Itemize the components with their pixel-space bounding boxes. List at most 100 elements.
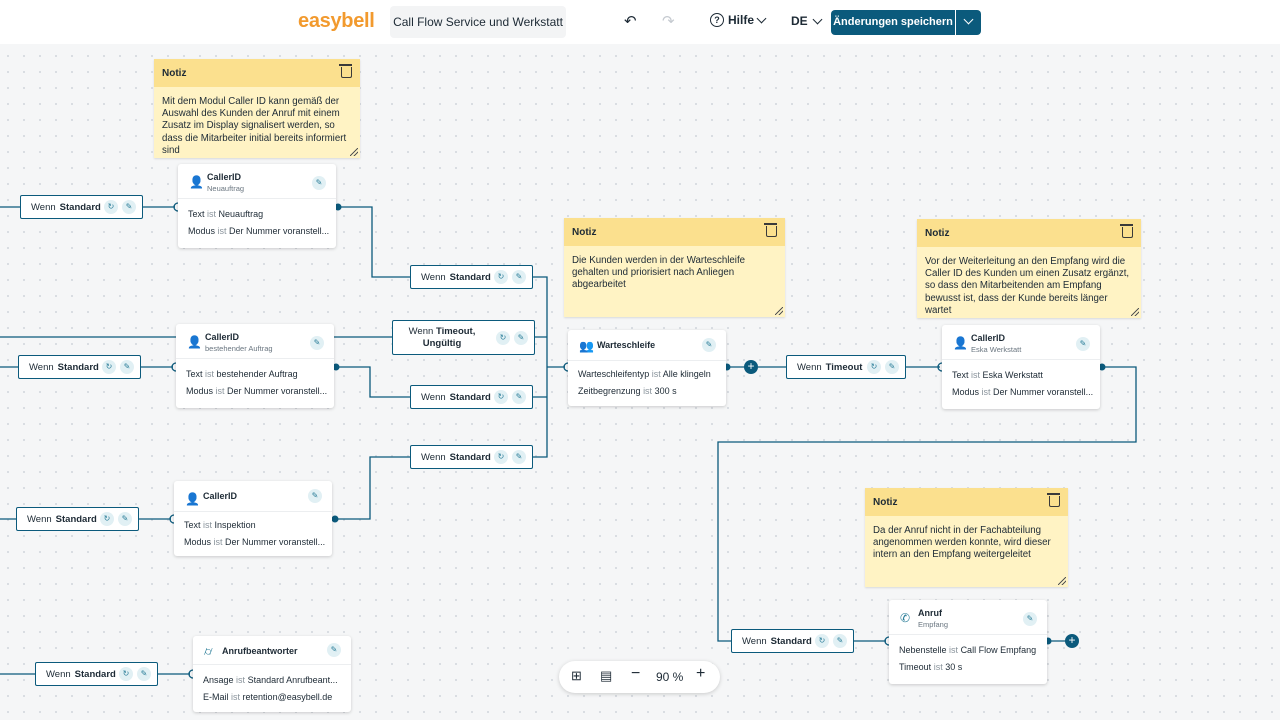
edit-icon[interactable]: ✎ (833, 634, 847, 648)
note-card[interactable]: Notiz Die Kunden werden in der Warteschl… (564, 218, 785, 317)
node-title: Warteschleife (597, 340, 656, 350)
zoom-out-button[interactable]: − (631, 665, 641, 682)
condition-value: Standard (449, 271, 491, 283)
chevron-down-icon (812, 14, 823, 24)
flow-name-field[interactable]: Call Flow Service und Werkstatt (390, 6, 566, 38)
edit-icon[interactable]: ✎ (1023, 612, 1037, 626)
callerid-node[interactable]: 👤 CallerID Eska Werkstatt ✎ Text ist Esk… (942, 325, 1100, 409)
edit-icon[interactable]: ✎ (118, 512, 132, 526)
link-icon[interactable]: ↻ (119, 667, 133, 681)
redo-icon[interactable]: ↷ (662, 13, 675, 30)
node-row: Timeout ist 30 s (889, 659, 1047, 676)
undo-icon[interactable]: ↶ (624, 13, 637, 30)
add-node-button[interactable]: + (1065, 634, 1079, 648)
row-key: Modus (186, 386, 214, 396)
resize-handle-icon[interactable] (1131, 308, 1139, 316)
row-key: Text (952, 370, 969, 380)
row-operator: ist (213, 537, 223, 547)
row-operator: ist (217, 226, 227, 236)
condition-value: Standard (449, 451, 491, 463)
edit-icon[interactable]: ✎ (327, 643, 341, 657)
row-value: Neuauftrag (218, 209, 264, 219)
edit-icon[interactable]: ✎ (137, 667, 151, 681)
node-row: Text ist Eska Werkstatt (942, 367, 1100, 384)
note-card[interactable]: Notiz Vor der Weiterleitung an den Empfa… (917, 219, 1141, 318)
trash-icon[interactable] (764, 223, 777, 237)
condition-block[interactable]: Wenn Timeout, Ungültig ↻ ✎ (392, 320, 535, 355)
link-icon[interactable]: ↻ (867, 360, 881, 374)
note-card[interactable]: Notiz Mit dem Modul Caller ID kann gemäß… (154, 59, 360, 158)
resize-handle-icon[interactable] (1058, 577, 1066, 585)
language-select[interactable]: DE (791, 14, 823, 28)
node-row: Warteschleifentyp ist Alle klingeln (568, 366, 726, 383)
link-icon[interactable]: ↻ (815, 634, 829, 648)
user-id-icon: 👤 (187, 335, 202, 349)
add-module-icon[interactable]: ⊞ (571, 668, 582, 683)
resize-handle-icon[interactable] (775, 307, 783, 315)
edit-icon[interactable]: ✎ (885, 360, 899, 374)
node-row: Zeitbegrenzung ist 300 s (568, 383, 726, 400)
edit-icon[interactable]: ✎ (312, 176, 326, 190)
note-card[interactable]: Notiz Da der Anruf nicht in der Fachabte… (865, 488, 1068, 587)
trash-icon[interactable] (339, 64, 352, 78)
link-icon[interactable]: ↻ (494, 450, 508, 464)
add-node-button[interactable]: + (744, 360, 758, 374)
callerid-node[interactable]: 👤 CallerID bestehender Auftrag ✎ Text is… (176, 324, 334, 408)
queue-node[interactable]: 👥 Warteschleife ✎ Warteschleifentyp ist … (568, 330, 726, 406)
note-label: Notiz (572, 227, 597, 238)
save-changes-button[interactable]: Änderungen speichern (831, 10, 955, 35)
edit-icon[interactable]: ✎ (702, 338, 716, 352)
callerid-node[interactable]: 👤 CallerID ✎ Text ist Inspektion Modus i… (174, 481, 332, 556)
resize-handle-icon[interactable] (350, 148, 358, 156)
edit-icon[interactable]: ✎ (122, 200, 136, 214)
row-value: Alle klingeln (662, 369, 711, 379)
edit-icon[interactable]: ✎ (310, 336, 324, 350)
edit-icon[interactable]: ✎ (514, 331, 528, 345)
edit-icon[interactable]: ✎ (120, 360, 134, 374)
condition-value: Standard (449, 391, 491, 403)
link-icon[interactable]: ↻ (104, 200, 118, 214)
voicemail-node[interactable]: ⌭ Anrufbeantworter ✎ Ansage ist Standard… (193, 636, 351, 712)
note-add-icon[interactable]: ▤ (600, 668, 613, 683)
help-menu[interactable]: ? Hilfe (710, 13, 767, 27)
callerid-node[interactable]: 👤 CallerID Neuauftrag ✎ Text ist Neuauft… (178, 164, 336, 248)
condition-value: Standard (55, 513, 97, 525)
link-icon[interactable]: ↻ (100, 512, 114, 526)
condition-text: Wenn Timeout, Ungültig (403, 326, 481, 350)
edit-icon[interactable]: ✎ (512, 390, 526, 404)
zoom-in-button[interactable]: + (696, 665, 706, 682)
edit-icon[interactable]: ✎ (512, 270, 526, 284)
link-icon[interactable]: ↻ (496, 331, 510, 345)
node-subtitle: Neuauftrag (207, 184, 245, 193)
call-node[interactable]: ✆ Anruf Empfang ✎ Nebenstelle ist Call F… (889, 600, 1047, 684)
row-value: Der Nummer voranstell... (993, 387, 1094, 397)
trash-icon[interactable] (1047, 493, 1060, 507)
trash-icon[interactable] (1120, 224, 1133, 238)
row-key: E-Mail (203, 692, 229, 702)
row-operator: ist (236, 675, 246, 685)
row-value: 300 s (654, 386, 677, 396)
link-icon[interactable]: ↻ (102, 360, 116, 374)
save-options-dropdown[interactable] (956, 10, 981, 35)
user-id-icon: 👤 (189, 175, 204, 189)
edit-icon[interactable]: ✎ (308, 489, 322, 503)
node-row: Text ist Neuauftrag (178, 206, 336, 223)
condition-prefix: Wenn (742, 635, 767, 647)
edit-icon[interactable]: ✎ (512, 450, 526, 464)
link-icon[interactable]: ↻ (494, 270, 508, 284)
edit-icon[interactable]: ✎ (1076, 337, 1090, 351)
link-icon[interactable]: ↻ (494, 390, 508, 404)
user-id-icon: 👤 (953, 336, 968, 350)
top-bar: easybell Call Flow Service und Werkstatt… (0, 0, 1280, 44)
note-text: Vor der Weiterleitung an den Empfang wir… (925, 256, 1130, 316)
row-value: bestehender Auftrag (216, 369, 298, 379)
